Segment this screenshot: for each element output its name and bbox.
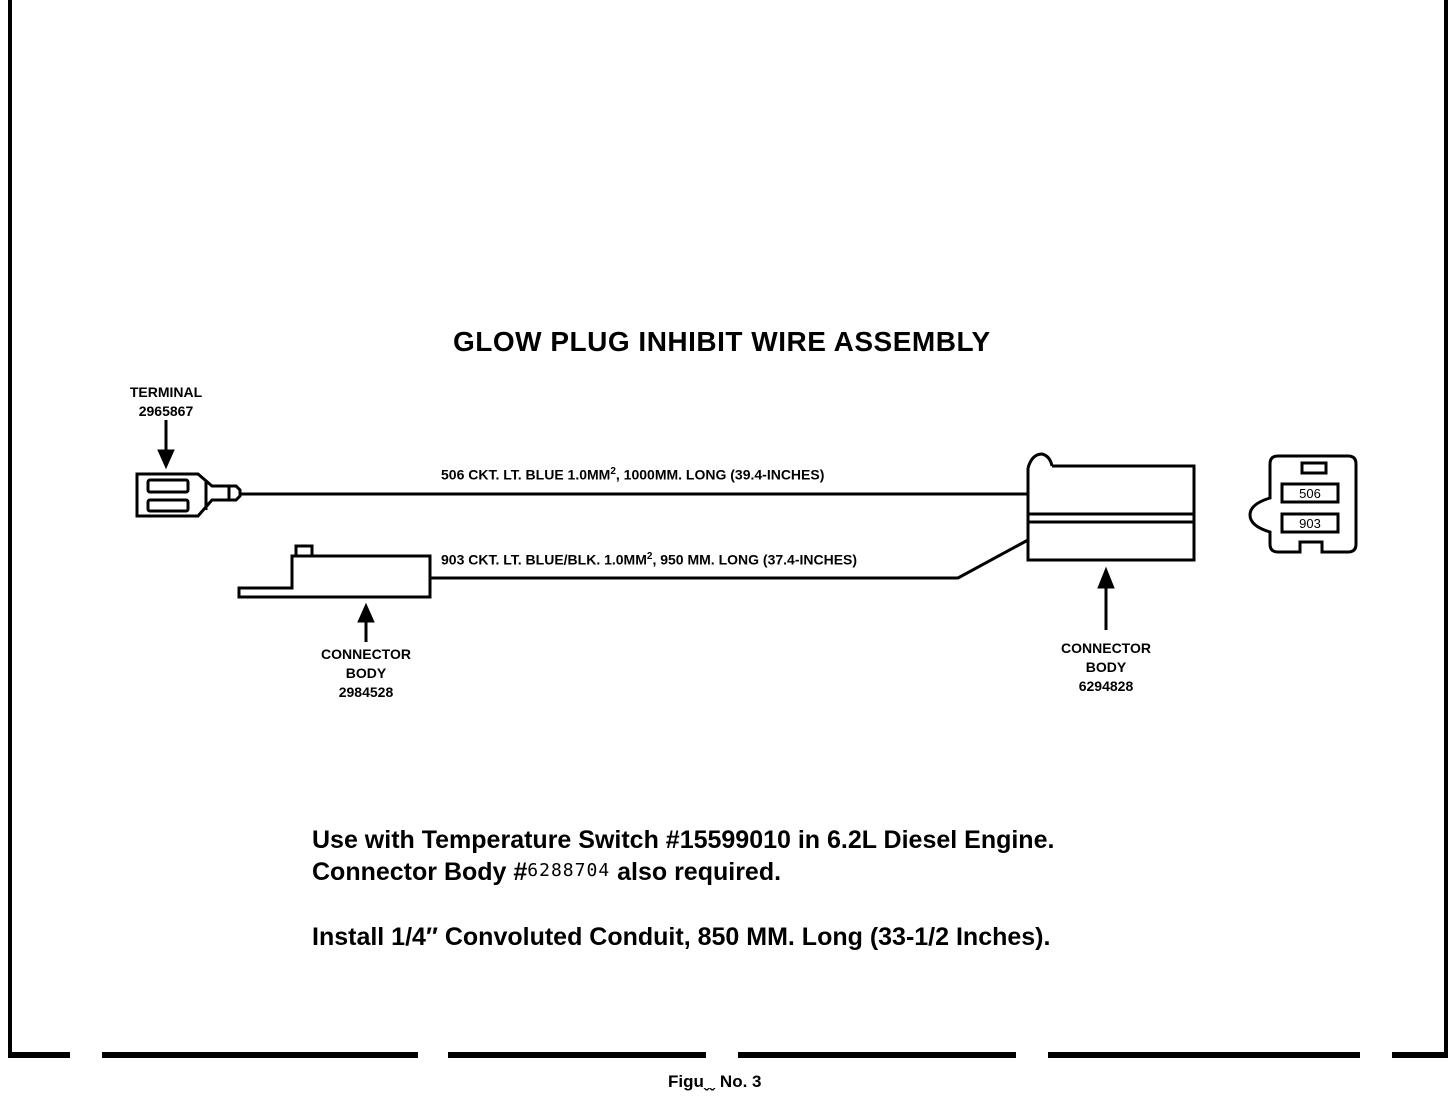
note-line-2-prefix: Connector Body #	[312, 858, 528, 886]
frame-bottom-border	[738, 1052, 1016, 1058]
wire-506-spec: 506 CKT. LT. BLUE 1.0MM	[441, 466, 611, 483]
arrow-terminal	[157, 420, 175, 470]
wire-903	[430, 538, 1029, 580]
pin-506-label: 506	[1299, 486, 1321, 501]
frame-bottom-border	[1048, 1052, 1360, 1058]
connector-right-line2: BODY	[1085, 659, 1127, 675]
frame-bottom-border	[8, 1052, 70, 1058]
frame-bottom-border	[448, 1052, 706, 1058]
frame-right-border	[1444, 0, 1448, 1056]
wire-506-exponent: 2	[610, 466, 616, 477]
connector-left-number: 2984528	[338, 684, 394, 700]
connector-body-right-shape	[1026, 452, 1196, 562]
pin-903-label: 903	[1299, 516, 1321, 531]
frame-left-border	[8, 0, 12, 1056]
terminal-name: TERMINAL	[129, 384, 203, 400]
terminal-label: TERMINAL 2965867	[116, 383, 216, 421]
wire-903-spec: 903 CKT. LT. BLUE/BLK. 1.0MM	[441, 551, 647, 568]
connector-left-label: CONNECTOR BODY 2984528	[301, 645, 431, 702]
connector-right-line1: CONNECTOR	[1061, 640, 1151, 656]
terminal-number: 2965867	[138, 403, 194, 419]
connector-left-line1: CONNECTOR	[321, 646, 411, 662]
frame-bottom-border	[102, 1052, 418, 1058]
note-line-2: Connector Body #6288704 also required.	[312, 858, 781, 887]
diagram-title: GLOW PLUG INHIBIT WIRE ASSEMBLY	[453, 326, 991, 357]
wire-903-exponent: 2	[646, 551, 653, 562]
frame-bottom-border	[1392, 1052, 1448, 1058]
wire-903-label: 903 CKT. LT. BLUE/BLK. 1.0MM2, 950 MM. L…	[441, 551, 857, 568]
connector-body-left-shape	[237, 544, 432, 599]
note-line-3: Install 1/4″ Convoluted Conduit, 850 MM.…	[312, 923, 1051, 951]
note-line-1: Use with Temperature Switch #15599010 in…	[312, 826, 1055, 854]
terminal-shape	[135, 472, 242, 518]
connector-body-number: 6288704	[527, 860, 611, 881]
arrow-connector-right	[1097, 566, 1115, 630]
connector-end-view-shape	[1248, 454, 1358, 554]
wire-506-label: 506 CKT. LT. BLUE 1.0MM2, 1000MM. LONG (…	[441, 466, 824, 483]
figure-caption: Figuˬˬ No. 3	[668, 1072, 762, 1091]
connector-right-label: CONNECTOR BODY 6294828	[1041, 639, 1171, 696]
note-line-2-suffix: also required.	[610, 858, 782, 886]
connector-left-line2: BODY	[345, 665, 387, 681]
arrow-connector-left	[357, 602, 375, 642]
connector-right-number: 6294828	[1078, 678, 1134, 694]
wire-506-length: , 1000MM. LONG (39.4-INCHES)	[615, 466, 825, 483]
wire-903-length: , 950 MM. LONG (37.4-INCHES)	[652, 551, 858, 568]
